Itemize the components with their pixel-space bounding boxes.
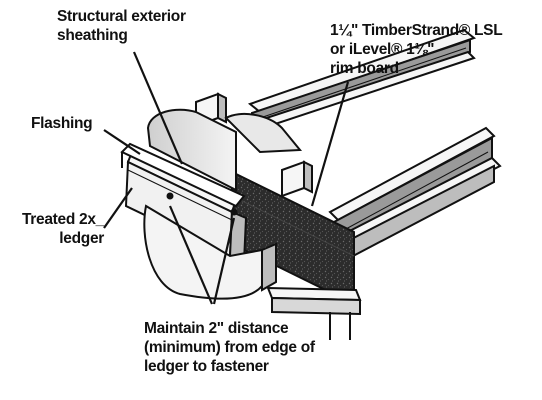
label-structural-sheathing: Structural exterior sheathing — [57, 7, 186, 45]
floor-joist-upper — [246, 28, 477, 133]
label-line: 1¼" TimberStrand® LSL — [330, 22, 503, 39]
wall-plate — [266, 286, 362, 340]
label-treated-ledger: Treated 2x_ ledger — [8, 210, 104, 248]
label-line: rim board — [330, 60, 399, 77]
structural-sheathing — [146, 108, 303, 192]
label-line: Flashing — [31, 115, 93, 132]
label-maintain-distance: Maintain 2" distance (minimum) from edge… — [144, 319, 315, 376]
label-line: Maintain 2" distance — [144, 320, 289, 337]
sheathing-bottom — [143, 204, 277, 300]
label-line: ledger to fastener — [144, 358, 269, 375]
label-rim-board: 1¼" TimberStrand® LSL or iLevel® 1⅛" rim… — [330, 21, 503, 78]
label-flashing: Flashing — [31, 114, 93, 133]
label-line: ledger — [59, 230, 104, 247]
label-line: or iLevel® 1⅛" — [330, 41, 435, 58]
leader-lines — [103, 51, 350, 305]
label-line: Treated 2x_ — [21, 211, 104, 228]
label-line: sheathing — [57, 27, 128, 44]
label-line: (minimum) from edge of — [144, 339, 315, 356]
floor-joist-lower — [328, 126, 502, 268]
label-line: Structural exterior — [57, 8, 186, 25]
fastener-markers — [166, 192, 238, 216]
